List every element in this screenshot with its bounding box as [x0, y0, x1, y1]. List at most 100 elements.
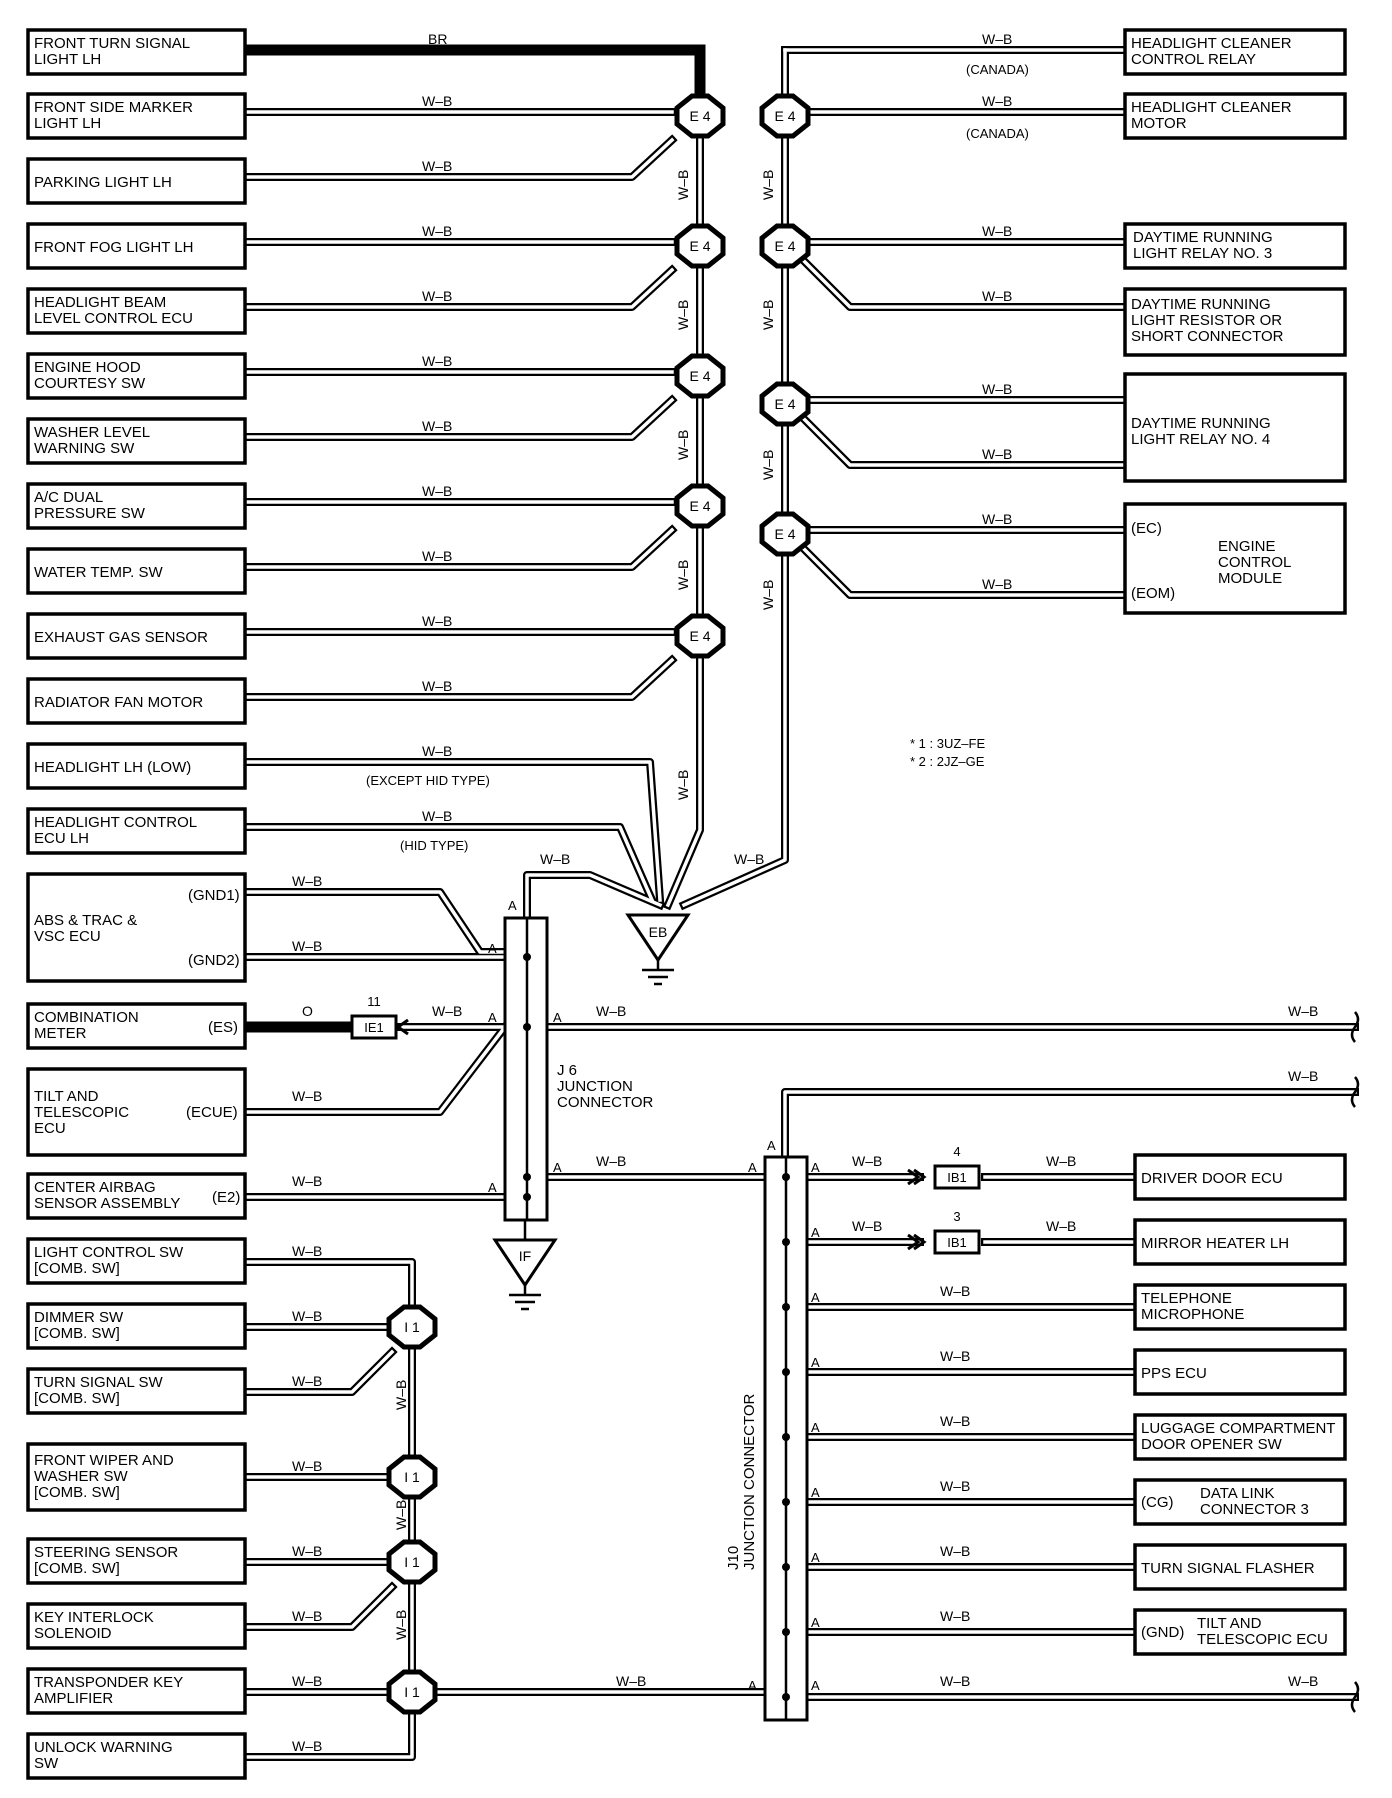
- svg-text:FRONT FOG LIGHT LH: FRONT FOG LIGHT LH: [34, 239, 193, 256]
- box-water-temp-sw: [26, 547, 247, 595]
- svg-text:W–B: W–B: [292, 1373, 322, 1389]
- svg-text:W–B: W–B: [982, 93, 1012, 109]
- svg-text:PRESSURE SW: PRESSURE SW: [34, 505, 146, 522]
- wires-j10: [801, 1173, 1359, 1701]
- svg-text:I 1: I 1: [404, 1554, 420, 1570]
- splice-e4: E 4: [674, 223, 726, 269]
- svg-text:A/C DUAL: A/C DUAL: [34, 489, 103, 506]
- box-headlight-control-ecu-lh: [26, 807, 247, 855]
- box-front-turn-signal-light-lh: [26, 28, 247, 76]
- box-drl-relay-no3: [1123, 222, 1347, 270]
- svg-text:E 4: E 4: [774, 396, 795, 412]
- box-headlight-beam-level-control-ecu: [26, 287, 247, 335]
- svg-text:W–B: W–B: [292, 1088, 322, 1104]
- svg-text:W–B: W–B: [940, 1478, 970, 1494]
- svg-text:W–B: W–B: [734, 851, 764, 867]
- box-telephone-microphone: [1133, 1283, 1347, 1331]
- box-data-link-connector-3: [1133, 1478, 1347, 1526]
- svg-text:A: A: [811, 1615, 820, 1630]
- svg-text:A: A: [488, 941, 497, 956]
- box-luggage-compartment-door-opener-sw: [1133, 1413, 1347, 1461]
- svg-text:UNLOCK WARNING: UNLOCK WARNING: [34, 1739, 173, 1756]
- svg-text:E 4: E 4: [689, 238, 710, 254]
- svg-text:DAYTIME RUNNING: DAYTIME RUNNING: [1131, 415, 1271, 432]
- svg-text:W–B: W–B: [292, 1673, 322, 1689]
- svg-text:MIRROR HEATER LH: MIRROR HEATER LH: [1141, 1235, 1289, 1252]
- svg-text:I 1: I 1: [404, 1319, 420, 1335]
- svg-text:TILT AND: TILT AND: [34, 1088, 99, 1105]
- svg-text:COMBINATION: COMBINATION: [34, 1009, 139, 1026]
- svg-text:(GND): (GND): [1141, 1624, 1184, 1641]
- svg-text:WASHER LEVEL: WASHER LEVEL: [34, 424, 150, 441]
- svg-text:A: A: [811, 1290, 820, 1305]
- box-front-side-marker-light-lh: [26, 92, 247, 140]
- splice-e4: E 4: [759, 381, 811, 427]
- svg-text:AMPLIFIER: AMPLIFIER: [34, 1690, 113, 1707]
- svg-text:ECU: ECU: [34, 1120, 66, 1137]
- svg-text:HEADLIGHT CLEANER: HEADLIGHT CLEANER: [1131, 35, 1292, 52]
- svg-text:W–B: W–B: [292, 1608, 322, 1624]
- svg-text:CONNECTOR: CONNECTOR: [557, 1094, 654, 1111]
- box-washer-level-warning-sw: [26, 417, 247, 465]
- svg-text:W–B: W–B: [675, 560, 691, 590]
- svg-text:PPS ECU: PPS ECU: [1141, 1365, 1207, 1382]
- svg-text:W–B: W–B: [422, 548, 452, 564]
- splice-e4: E 4: [674, 93, 726, 139]
- svg-text:O: O: [302, 1003, 313, 1019]
- junction-j6: J 6 JUNCTION CONNECTOR: [503, 916, 654, 1222]
- box-headlight-cleaner-control-relay: [1123, 28, 1347, 76]
- svg-text:W–B: W–B: [982, 223, 1012, 239]
- svg-text:SOLENOID: SOLENOID: [34, 1625, 112, 1642]
- svg-text:HEADLIGHT LH (LOW): HEADLIGHT LH (LOW): [34, 759, 191, 776]
- svg-text:IB1: IB1: [947, 1235, 967, 1250]
- svg-text:DAYTIME RUNNING: DAYTIME RUNNING: [1131, 296, 1271, 313]
- box-headlight-lh-low: [26, 742, 247, 790]
- svg-text:W–B: W–B: [422, 288, 452, 304]
- svg-text:4: 4: [953, 1144, 960, 1159]
- svg-text:E 4: E 4: [689, 368, 710, 384]
- svg-text:A: A: [748, 1160, 757, 1175]
- svg-text:SENSOR ASSEMBLY: SENSOR ASSEMBLY: [34, 1195, 180, 1212]
- svg-text:W–B: W–B: [940, 1348, 970, 1364]
- svg-text:A: A: [508, 898, 517, 913]
- box-mirror-heater-lh: [1133, 1218, 1347, 1266]
- svg-text:LIGHT RELAY NO. 4: LIGHT RELAY NO. 4: [1131, 431, 1270, 448]
- box-exhaust-gas-sensor: [26, 612, 247, 660]
- svg-text:W–B: W–B: [940, 1673, 970, 1689]
- svg-text:(CANADA): (CANADA): [966, 126, 1029, 141]
- svg-text:MICROPHONE: MICROPHONE: [1141, 1306, 1244, 1323]
- svg-text:IE1: IE1: [364, 1020, 384, 1035]
- splice-e4: E 4: [674, 353, 726, 399]
- svg-text:E 4: E 4: [689, 498, 710, 514]
- svg-text:HEADLIGHT CONTROL: HEADLIGHT CONTROL: [34, 814, 197, 831]
- svg-text:A: A: [748, 1678, 757, 1693]
- svg-text:WASHER SW: WASHER SW: [34, 1468, 128, 1485]
- svg-text:LIGHT RELAY NO. 3: LIGHT RELAY NO. 3: [1133, 245, 1272, 262]
- svg-text:WATER TEMP. SW: WATER TEMP. SW: [34, 564, 163, 581]
- svg-text:A: A: [553, 1160, 562, 1175]
- box-dimmer-sw: [26, 1302, 247, 1350]
- svg-text:W–B: W–B: [596, 1003, 626, 1019]
- svg-text:WARNING SW: WARNING SW: [34, 440, 135, 457]
- svg-text:W–B: W–B: [1288, 1068, 1318, 1084]
- svg-text:W–B: W–B: [760, 450, 776, 480]
- svg-text:(CANADA): (CANADA): [966, 62, 1029, 77]
- svg-text:IB1: IB1: [947, 1170, 967, 1185]
- svg-text:W–B: W–B: [940, 1543, 970, 1559]
- svg-text:I 1: I 1: [404, 1469, 420, 1485]
- svg-text:W–B: W–B: [852, 1218, 882, 1234]
- svg-text:W–B: W–B: [292, 1738, 322, 1754]
- svg-text:W–B: W–B: [422, 93, 452, 109]
- box-combination-meter: [26, 1002, 247, 1050]
- svg-text:(GND1): (GND1): [188, 887, 240, 904]
- engine-notes: * 1 : 3UZ–FE * 2 : 2JZ–GE: [910, 736, 985, 769]
- svg-text:HEADLIGHT CLEANER: HEADLIGHT CLEANER: [1131, 99, 1292, 116]
- box-driver-door-ecu: [1133, 1153, 1347, 1201]
- svg-text:W–B: W–B: [292, 1243, 322, 1259]
- svg-text:W–B: W–B: [1288, 1673, 1318, 1689]
- svg-text:CONTROL: CONTROL: [1218, 554, 1291, 571]
- svg-text:W–B: W–B: [292, 938, 322, 954]
- svg-text:W–B: W–B: [422, 678, 452, 694]
- svg-text:A: A: [553, 1010, 562, 1025]
